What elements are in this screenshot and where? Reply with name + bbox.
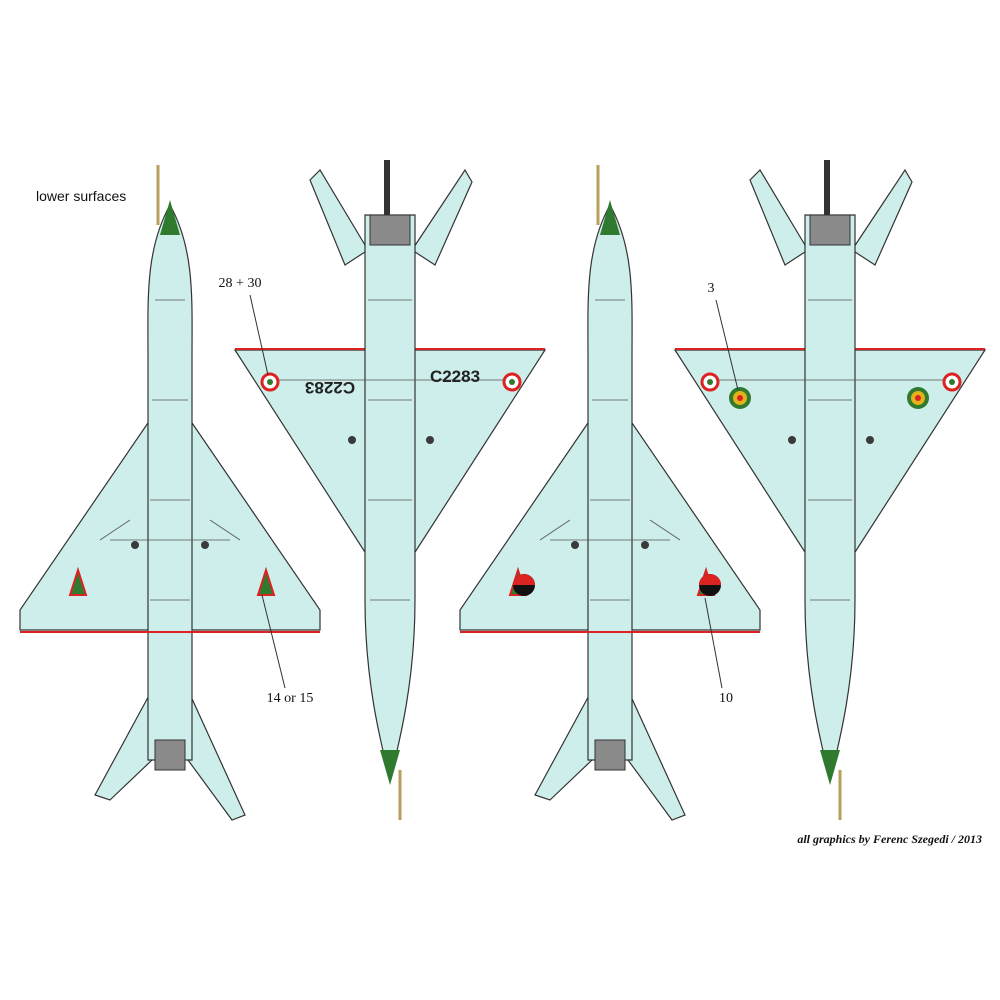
callout-1: 28 + 30 [219, 276, 269, 376]
svg-text:3: 3 [708, 281, 715, 296]
svg-text:14 or 15: 14 or 15 [267, 691, 314, 706]
credit-line: all graphics by Ferenc Szegedi / 2013 [797, 832, 982, 846]
serial-right: C2283 [430, 367, 480, 386]
callout-3: 3 [708, 281, 739, 391]
callout-4: 10 [704, 597, 733, 706]
serial-left: C2283 [305, 378, 355, 397]
callout-2: 14 or 15 [261, 594, 314, 706]
aircraft-3-nose-up [458, 163, 762, 822]
aircraft-4-nose-down [675, 160, 985, 820]
aircraft-1-nose-up [18, 163, 322, 822]
view-caption: lower surfaces [36, 188, 127, 204]
svg-text:28 + 30: 28 + 30 [219, 276, 262, 291]
svg-text:10: 10 [719, 691, 733, 706]
aircraft-2-nose-down: C2283 C2283 [235, 160, 545, 820]
